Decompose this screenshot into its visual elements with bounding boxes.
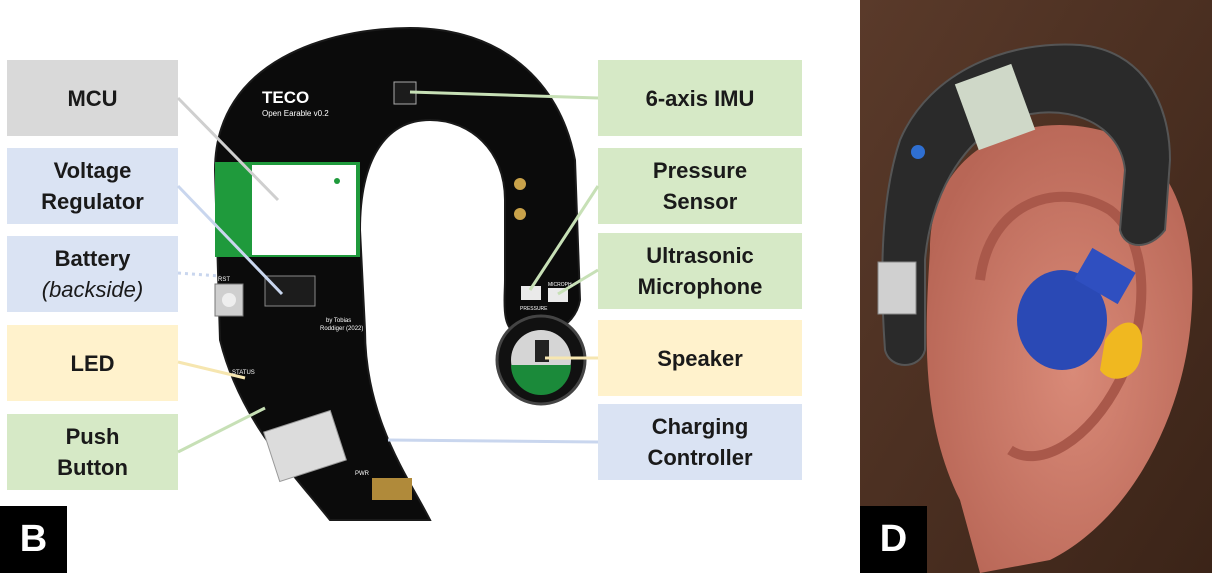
pressure-sensor-pad [521,286,541,300]
panel-letter-d: D [860,506,927,573]
charging-controller-line2: Controller [647,445,753,470]
led-leader [177,360,246,380]
pressure-sensor-line1: Pressure [652,158,748,183]
board-credit-line1: by Tobias [326,318,351,324]
silk-microphone: MICROPH. [548,282,573,288]
earable-board [881,43,1172,366]
board-name: Open Earable v0.2 [262,109,329,118]
earable-module [954,63,1036,151]
led-label: LED [7,325,178,401]
voltage-regulator-line2: Regulator [41,189,144,214]
imu-label: 6-axis IMU [598,60,802,136]
earable-speaker [1017,270,1107,370]
board-logo: TECO [262,88,309,107]
silk-kit: KIT [415,462,430,472]
charging-leader [387,438,599,444]
push-button-line2: Button [57,455,128,480]
usb-connector [263,409,347,483]
board-credit-line2: Roddiger (2022) [320,326,363,332]
battery-note: (backside) [41,277,144,302]
speaker-label-text: Speaker [657,345,743,371]
pressure-sensor-line2: Sensor [662,189,738,214]
mcu-leader [176,96,280,202]
pressure-leader [528,185,600,291]
ultrasonic-mic-line1: Ultrasonic [646,243,754,268]
imu-label-text: 6-axis IMU [645,85,755,111]
silk-rst: RST [218,277,230,283]
mcu-label-text: MCU [67,85,118,111]
voltage-regulator-label: Voltage Regulator [7,148,178,224]
mic-leader [557,268,599,296]
charging-controller-label: Charging Controller [598,404,802,480]
imu-leader [409,90,599,100]
battery-label: Battery (backside) [7,236,178,312]
pressure-sensor-label: Pressure Sensor [598,148,802,224]
charging-controller-line1: Charging [651,414,749,439]
push-button-label: Push Button [7,414,178,490]
speaker-label: Speaker [598,320,802,396]
pcb-board [213,26,582,521]
silk-pwr: PWR [355,471,370,477]
led-label-text: LED [70,350,115,376]
ultrasonic-mic-line2: Microphone [637,274,763,299]
silk-status: STATUS [232,370,255,376]
voltage-regulator-chip [264,275,316,307]
voltage-regulator-line1: Voltage [53,158,132,183]
push-button-line1: Push [65,424,120,449]
regulator-leader [176,184,284,296]
battery-label-text: Battery [54,246,131,271]
silk-pressure: PRESSURE [520,306,548,312]
panel-letter-b: B [0,506,67,573]
button-leader [177,406,266,454]
ultrasonic-mic-label: Ultrasonic Microphone [598,233,802,309]
battery-leader [177,271,221,278]
ear-tip [1100,322,1143,379]
mcu-label: MCU [7,60,178,136]
earable-usb [877,261,917,315]
